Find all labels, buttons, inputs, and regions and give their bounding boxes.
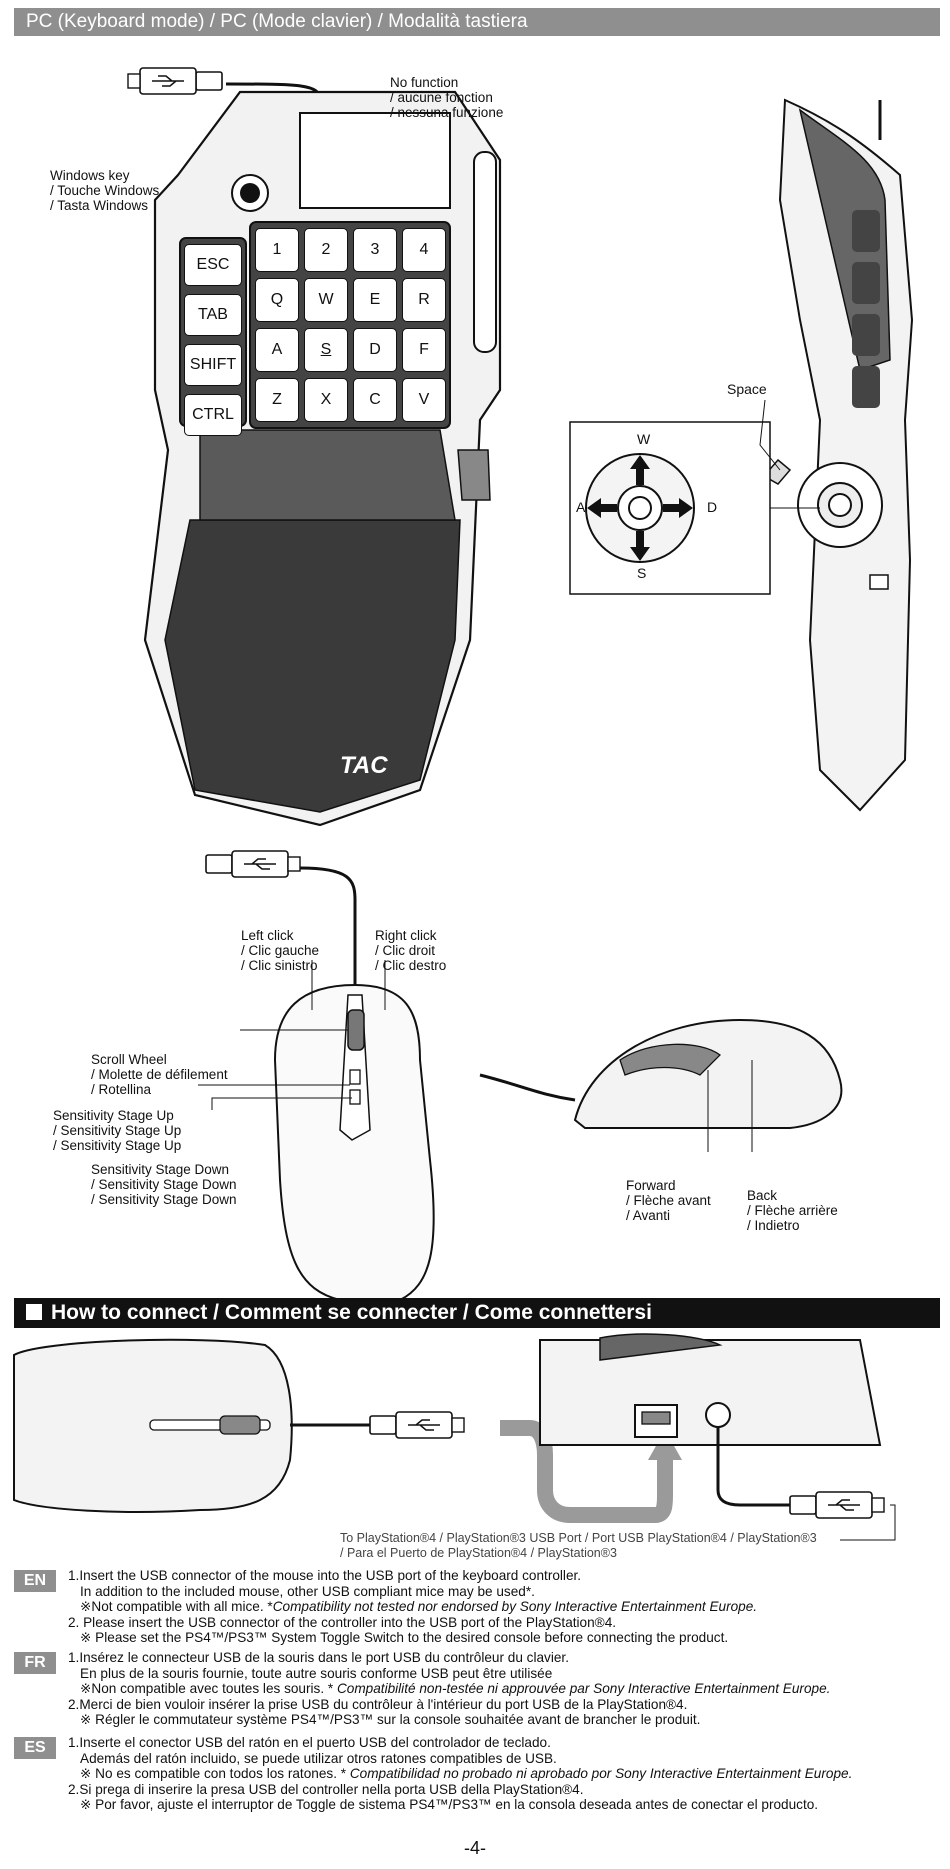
usb-plug-icon [127, 67, 223, 95]
ps-port-caption: To PlayStation®4 / PlayStation®3 USB Por… [340, 1531, 817, 1560]
key-d: D [353, 328, 397, 372]
brand-logo: TAC [340, 752, 388, 779]
usb-plug-icon-2 [205, 850, 301, 878]
square-bullet-icon [26, 1304, 42, 1320]
instructions-es: 1.Inserte el conector USB del ratón en e… [68, 1735, 853, 1812]
key-shift: SHIFT [184, 344, 242, 386]
key-4: 4 [402, 228, 446, 272]
key-2: 2 [304, 228, 348, 272]
key-tab: TAB [184, 294, 242, 336]
instructions-fr: 1.Insérez le connecteur USB de la souris… [68, 1650, 831, 1727]
key-grid: 1 2 3 4 Q W E R A S D F Z X C V [255, 228, 447, 422]
key-f: F [402, 328, 446, 372]
key-s: S [304, 328, 348, 372]
lang-tag-fr: FR [14, 1652, 56, 1674]
key-1: 1 [255, 228, 299, 272]
section-header-keyboard-mode: PC (Keyboard mode) / PC (Mode clavier) /… [14, 8, 940, 36]
side-keys: ESC TAB SHIFT CTRL [184, 244, 242, 436]
dir-w-label: W [637, 431, 651, 447]
forward-label: Forward/ Flèche avant/ Avanti [626, 1178, 711, 1223]
right-click-label: Right click/ Clic droit/ Clic destro [375, 928, 447, 973]
windows-key-label: Windows key/ Touche Windows/ Tasta Windo… [50, 168, 160, 213]
scroll-wheel-label: Scroll Wheel/ Molette de défilement/ Rot… [91, 1052, 228, 1097]
key-e: E [353, 278, 397, 322]
lang-tag-es: ES [14, 1737, 56, 1759]
sensitivity-up-label: Sensitivity Stage Up/ Sensitivity Stage … [53, 1108, 182, 1153]
no-function-label: No function/ aucune fonction/ nessuna fu… [390, 75, 504, 120]
page-number: -4- [464, 1838, 486, 1858]
back-label: Back/ Flèche arrière/ Indietro [747, 1188, 838, 1233]
usb-plug-icon-3 [369, 1411, 465, 1439]
side-view-illustration [569, 98, 914, 812]
key-w: W [304, 278, 348, 322]
key-esc: ESC [184, 244, 242, 286]
lang-tag-en: EN [14, 1570, 56, 1592]
mouse-side-illustration [479, 1018, 843, 1152]
key-c: C [353, 378, 397, 422]
key-a: A [255, 328, 299, 372]
key-ctrl: CTRL [184, 394, 242, 436]
key-v: V [402, 378, 446, 422]
key-3: 3 [353, 228, 397, 272]
space-label: Space [727, 381, 767, 397]
left-click-label: Left click/ Clic gauche/ Clic sinistro [241, 928, 320, 973]
section-header-how-to-connect: How to connect / Comment se connecter / … [14, 1298, 940, 1328]
dir-a-label: A [576, 499, 586, 515]
sensitivity-down-label: Sensitivity Stage Down/ Sensitivity Stag… [91, 1162, 237, 1207]
usb-plug-icon-4 [789, 1491, 885, 1519]
key-x: X [304, 378, 348, 422]
dir-s-label: S [637, 565, 647, 581]
instructions-en: 1.Insert the USB connector of the mouse … [68, 1568, 758, 1645]
keypad-illustration [127, 67, 502, 827]
key-q: Q [255, 278, 299, 322]
connect-illustration [13, 1333, 896, 1541]
dir-d-label: D [707, 499, 718, 515]
key-z: Z [255, 378, 299, 422]
key-r: R [402, 278, 446, 322]
